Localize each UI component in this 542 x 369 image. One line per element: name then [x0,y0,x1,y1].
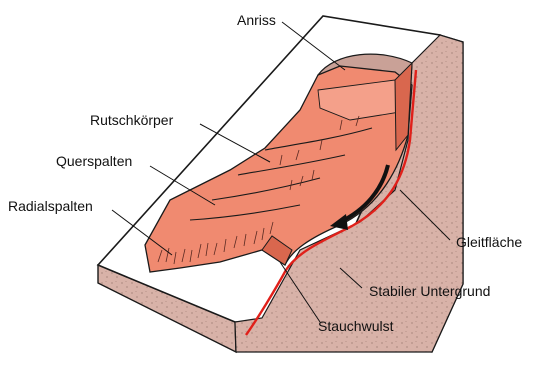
label-stauchwulst: Stauchwulst [318,318,394,334]
label-querspalten: Querspalten [56,153,132,169]
label-radialspalten: Radialspalten [8,198,93,214]
label-anriss: Anriss [237,12,276,28]
label-rutschkoerper: Rutschkörper [90,112,174,128]
label-stabiler-untergrund: Stabiler Untergrund [369,283,490,299]
label-gleitflaeche: Gleitfläche [456,234,522,250]
